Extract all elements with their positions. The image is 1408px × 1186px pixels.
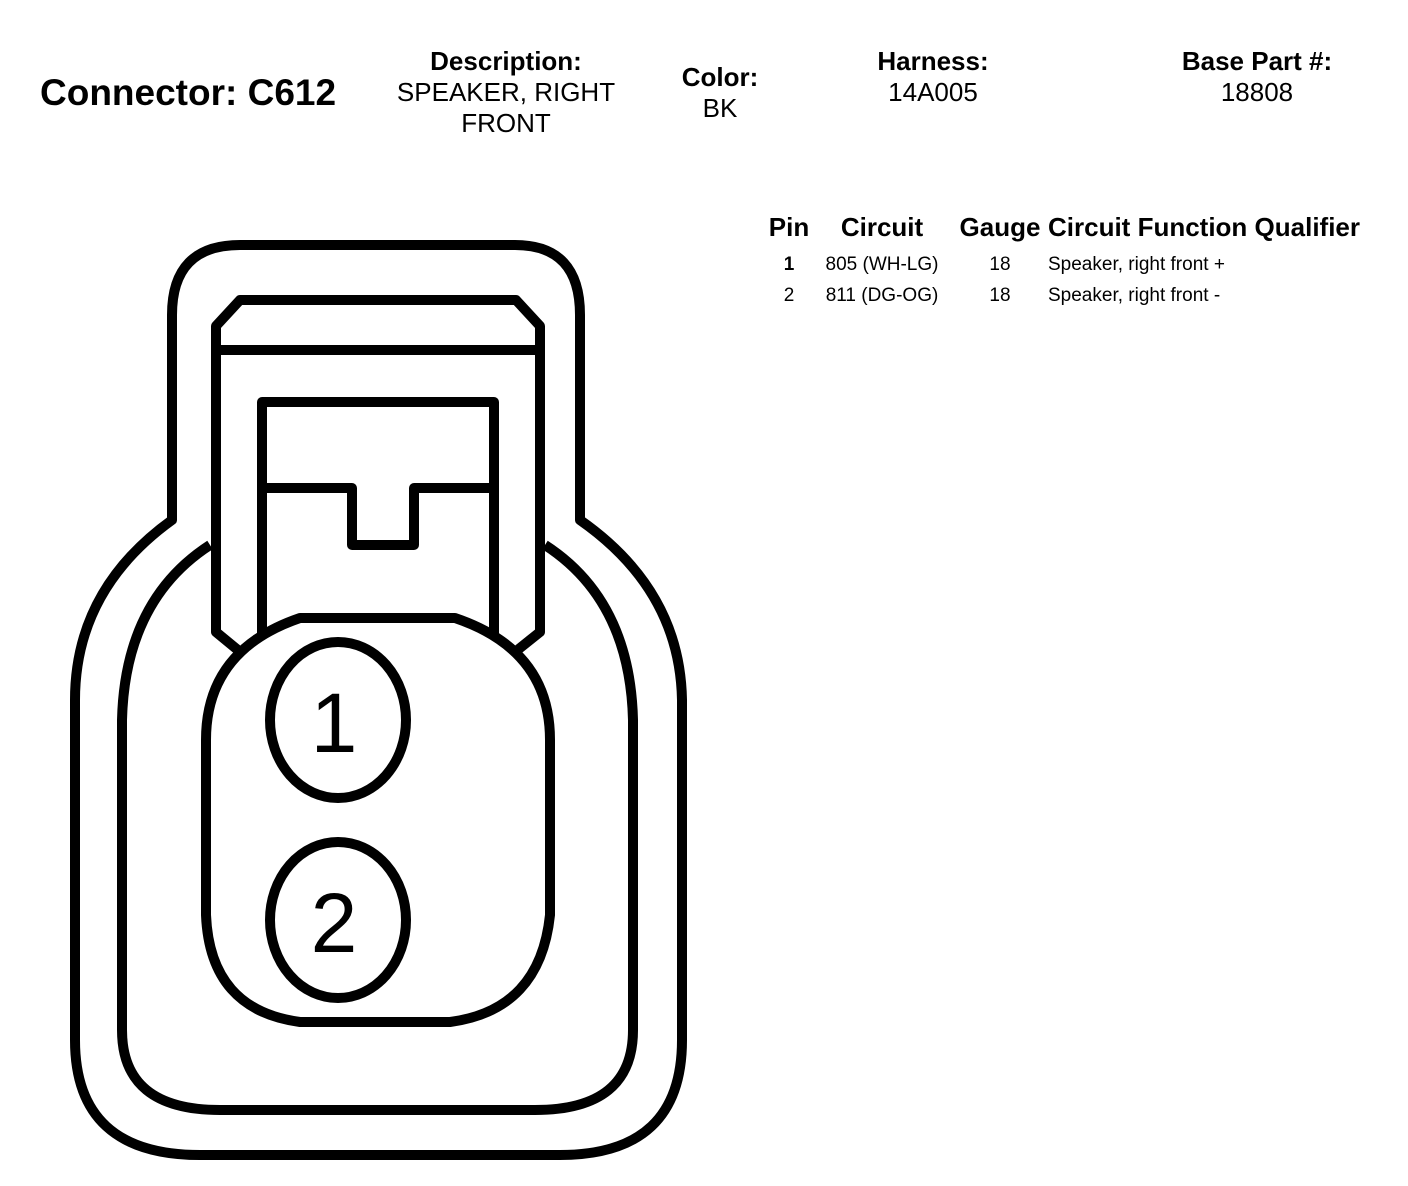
pin-cell: 1 bbox=[783, 253, 795, 275]
gauge-column-header: Gauge bbox=[959, 212, 1041, 242]
description-value-line1: SPEAKER, RIGHT bbox=[396, 77, 616, 107]
pin-table: Pin Circuit Gauge Circuit Function Quali… bbox=[766, 212, 1360, 311]
connector-title: Connector: C612 bbox=[40, 72, 337, 113]
pin-column-header: Pin bbox=[768, 212, 810, 242]
circuit-cell: 805 (WH-LG) bbox=[825, 253, 939, 275]
pin-2-label: 2 bbox=[311, 876, 358, 970]
color-block: Color: BK bbox=[660, 61, 780, 124]
color-label: Color: bbox=[681, 62, 759, 92]
circuit-column-header: Circuit bbox=[840, 212, 924, 242]
pin-2-cavity bbox=[265, 837, 411, 1003]
pin-1-cavity bbox=[265, 637, 411, 803]
base-part-block: Base Part #: 18808 bbox=[1150, 45, 1364, 108]
harness-value: 14A005 bbox=[888, 77, 978, 107]
base-part-label: Base Part #: bbox=[1181, 46, 1333, 76]
table-row: 1 805 (WH-LG) 18 Speaker, right front + bbox=[766, 249, 1360, 280]
color-value: BK bbox=[702, 93, 738, 123]
gauge-cell: 18 bbox=[989, 284, 1011, 306]
connector-face-diagram: 1 2 bbox=[70, 240, 687, 1160]
base-part-value: 18808 bbox=[1220, 77, 1294, 107]
description-value-line2: FRONT bbox=[461, 108, 551, 138]
description-block: Description: SPEAKER, RIGHT FRONT bbox=[380, 45, 632, 139]
pin-table-header: Pin Circuit Gauge Circuit Function Quali… bbox=[766, 212, 1360, 249]
harness-block: Harness: 14A005 bbox=[840, 45, 1026, 108]
table-row: 2 811 (DG-OG) 18 Speaker, right front - bbox=[766, 280, 1360, 311]
circuit-cell: 811 (DG-OG) bbox=[825, 284, 939, 306]
pin-1-label: 1 bbox=[311, 676, 358, 770]
latch-notch bbox=[262, 483, 494, 550]
function-cell: Speaker, right front - bbox=[1048, 284, 1221, 306]
gauge-cell: 18 bbox=[989, 253, 1011, 275]
description-label: Description: bbox=[430, 46, 582, 76]
function-column-header: Circuit Function Qualifier bbox=[1048, 212, 1361, 242]
pin-cell: 2 bbox=[783, 284, 795, 306]
harness-label: Harness: bbox=[877, 46, 989, 76]
function-cell: Speaker, right front + bbox=[1048, 253, 1225, 275]
